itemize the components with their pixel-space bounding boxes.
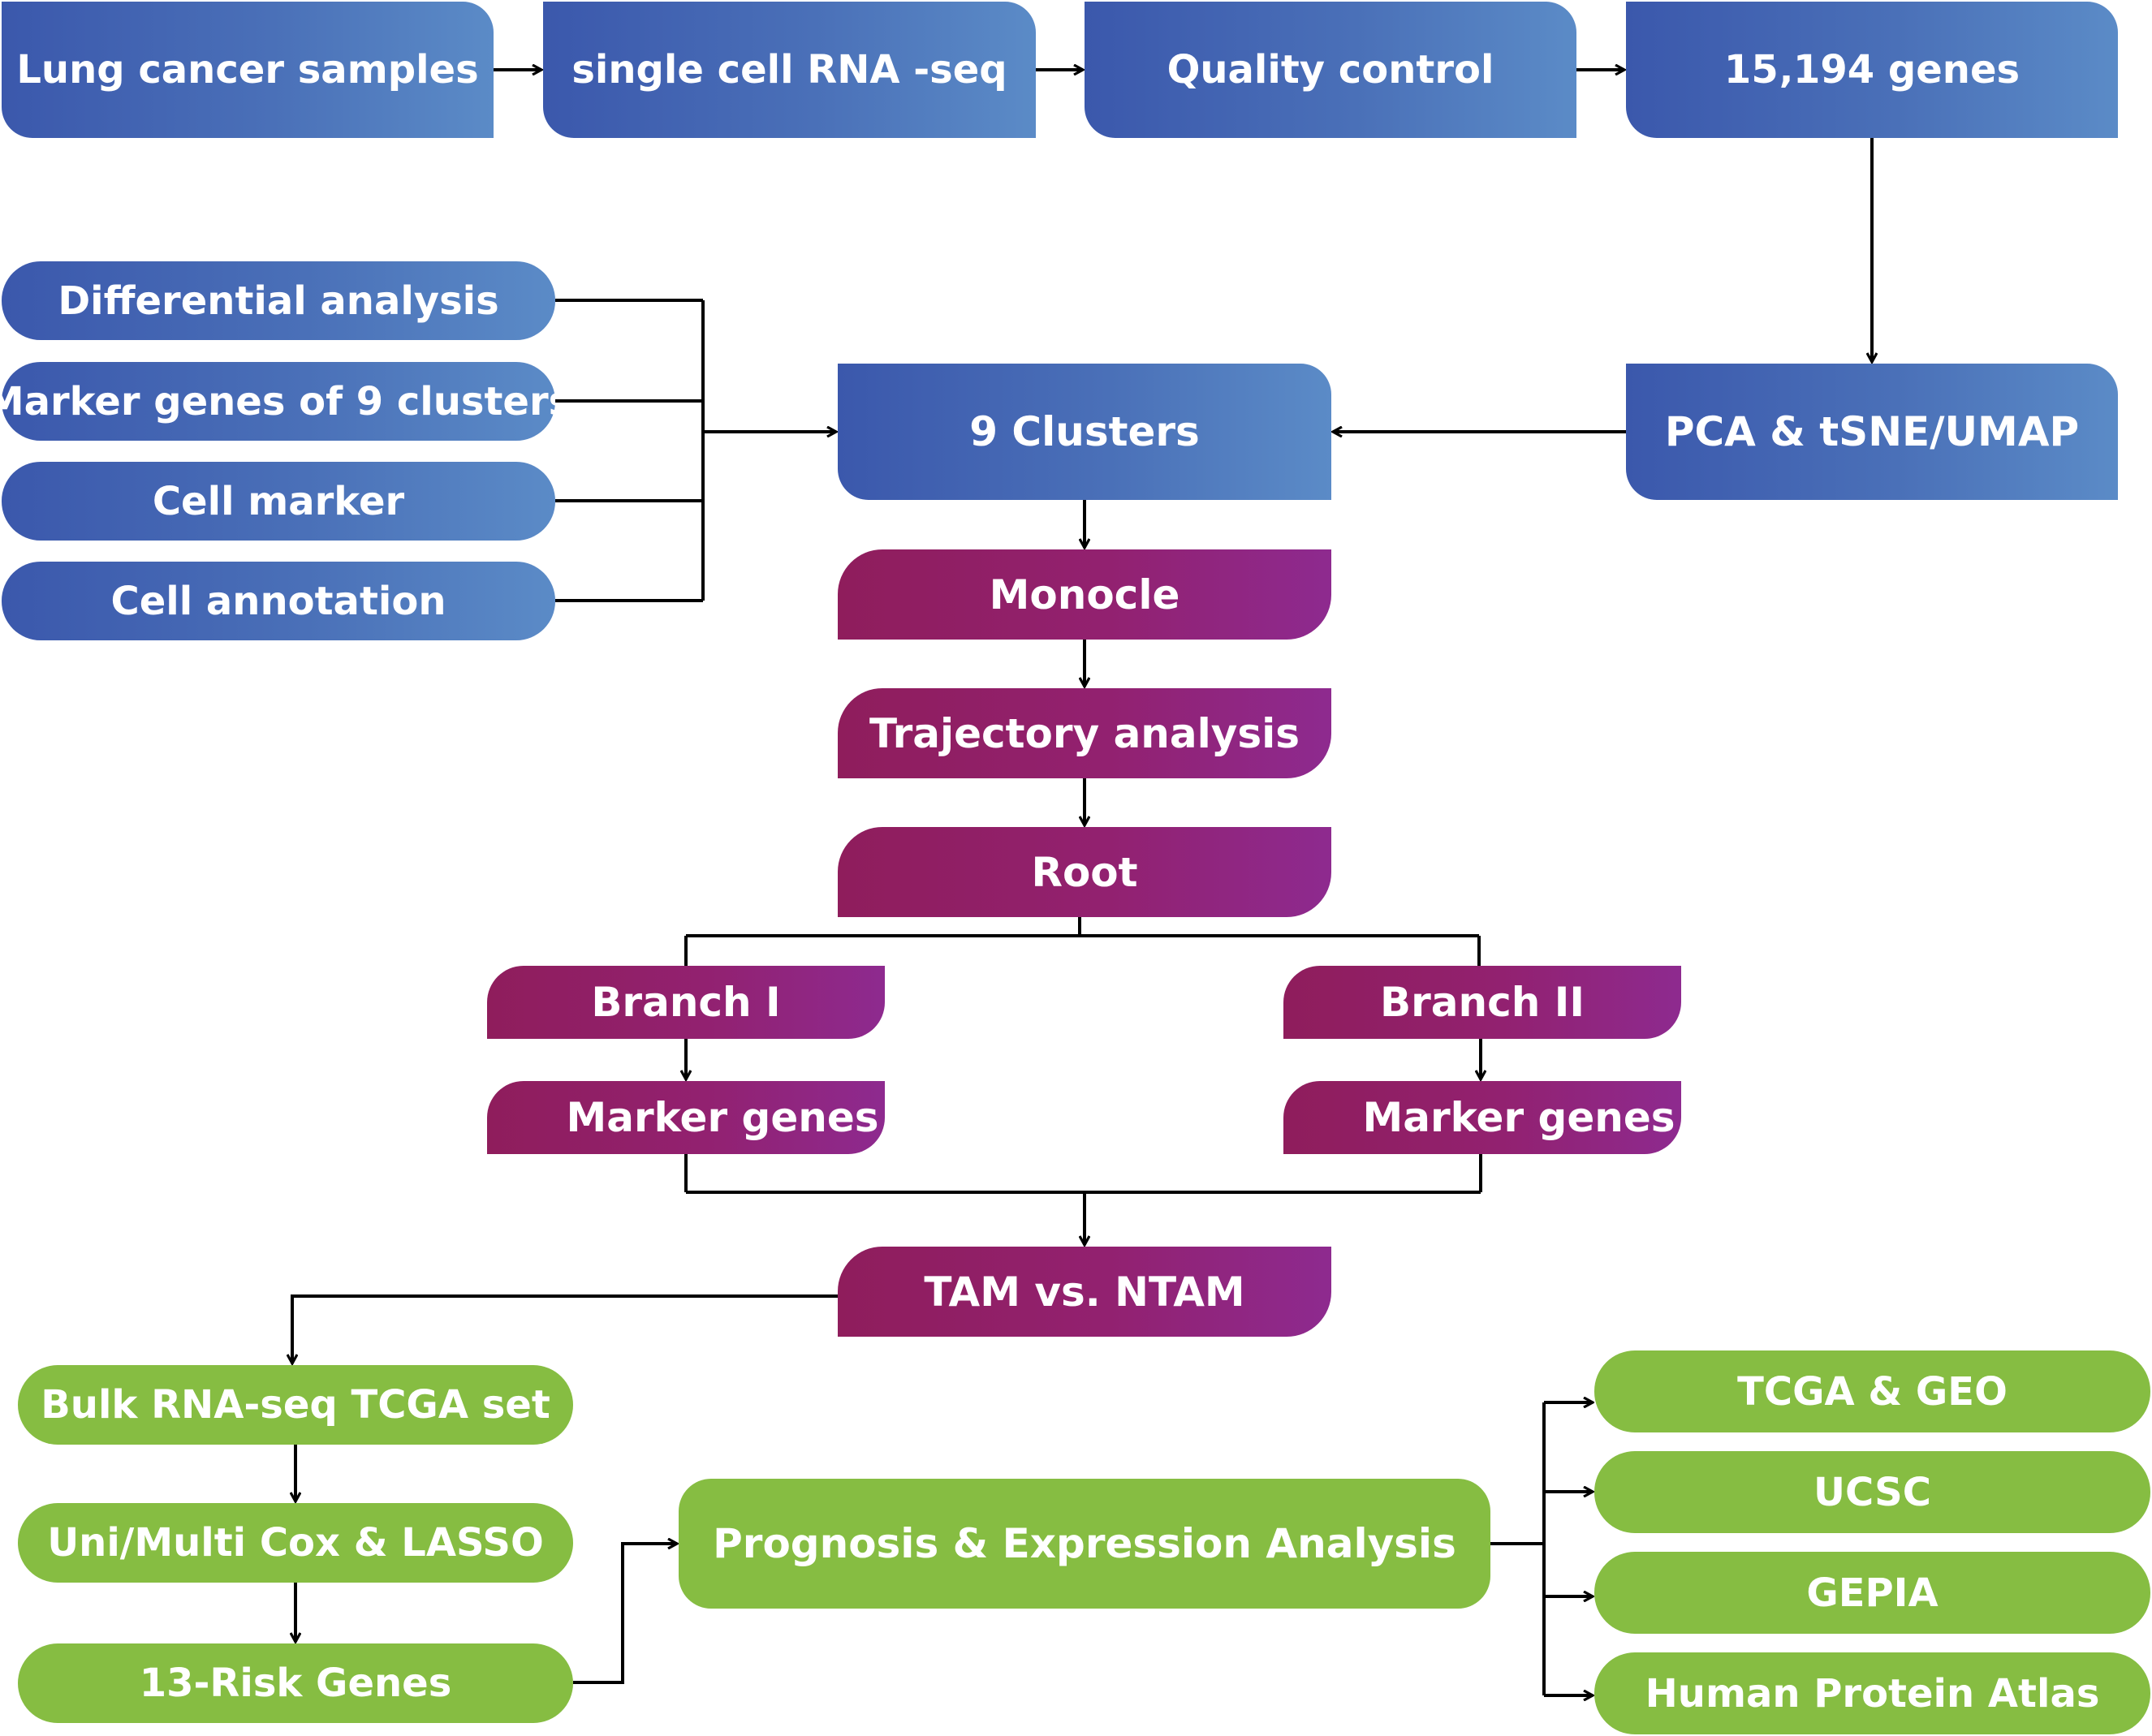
node-lung-cancer-samples: Lung cancer samples (2, 2, 494, 138)
node-single-cell-rna-seq: single cell RNA -seq (543, 2, 1036, 138)
node-quality-control: Quality control (1085, 2, 1576, 138)
node-tam-vs-ntam: TAM vs. NTAM (838, 1247, 1331, 1337)
arrow-risk-to-prognosis (573, 1544, 677, 1684)
node-bulk-rna-seq: Bulk RNA-seq TCGA set (18, 1365, 573, 1445)
node-branch-1: Branch I (487, 966, 885, 1039)
node-marker-genes-9-clusters: Marker genes of 9 clusters (0, 362, 571, 441)
node-branch-2: Branch II (1283, 966, 1681, 1039)
node-marker-genes-branch-1: Marker genes (487, 1081, 885, 1154)
node-human-protein-atlas: Human Protein Atlas (1594, 1652, 2150, 1734)
node-prognosis-expression: Prognosis & Expression Analysis (679, 1479, 1490, 1609)
node-differential-analysis: Differential analysis (2, 261, 555, 340)
node-9-clusters: 9 Clusters (838, 364, 1331, 500)
node-cell-marker: Cell marker (2, 462, 555, 541)
node-root: Root (838, 827, 1331, 917)
node-13-risk-genes: 13-Risk Genes (18, 1643, 573, 1723)
node-monocle: Monocle (838, 549, 1331, 640)
node-cell-annotation: Cell annotation (2, 562, 555, 640)
node-marker-genes-branch-2: Marker genes (1283, 1081, 1681, 1154)
node-pca-tsne-umap: PCA & tSNE/UMAP (1626, 364, 2118, 500)
node-gepia: GEPIA (1594, 1552, 2150, 1634)
node-genes-count: 15‚194 genes (1626, 2, 2118, 138)
node-tcga-geo: TCGA & GEO (1594, 1350, 2150, 1432)
node-ucsc: UCSC (1594, 1451, 2150, 1533)
node-trajectory-analysis: Trajectory analysis (838, 688, 1331, 778)
node-uni-multi-cox: Uni/Multi Cox & LASSO (18, 1503, 573, 1583)
arrow-tam-to-bulk (292, 1294, 838, 1363)
